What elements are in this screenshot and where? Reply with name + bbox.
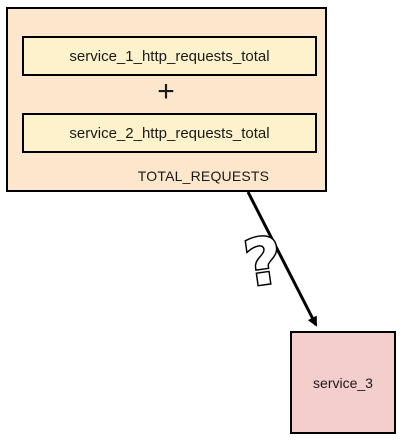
question-mark-annotation: ? [240,224,287,302]
total-requests-label: TOTAL_REQUESTS [137,168,270,184]
metric-service-1-box: service_1_http_requests_total [22,36,317,76]
metric-service-2-box: service_2_http_requests_total [22,113,317,153]
service-3-node: service_3 [290,331,396,434]
service-3-label: service_3 [313,374,373,391]
edge-arrow-line [246,191,318,327]
metric-service-2-label: service_2_http_requests_total [69,124,270,142]
metric-service-1-label: service_1_http_requests_total [69,47,270,65]
plus-operator: + [157,75,175,108]
